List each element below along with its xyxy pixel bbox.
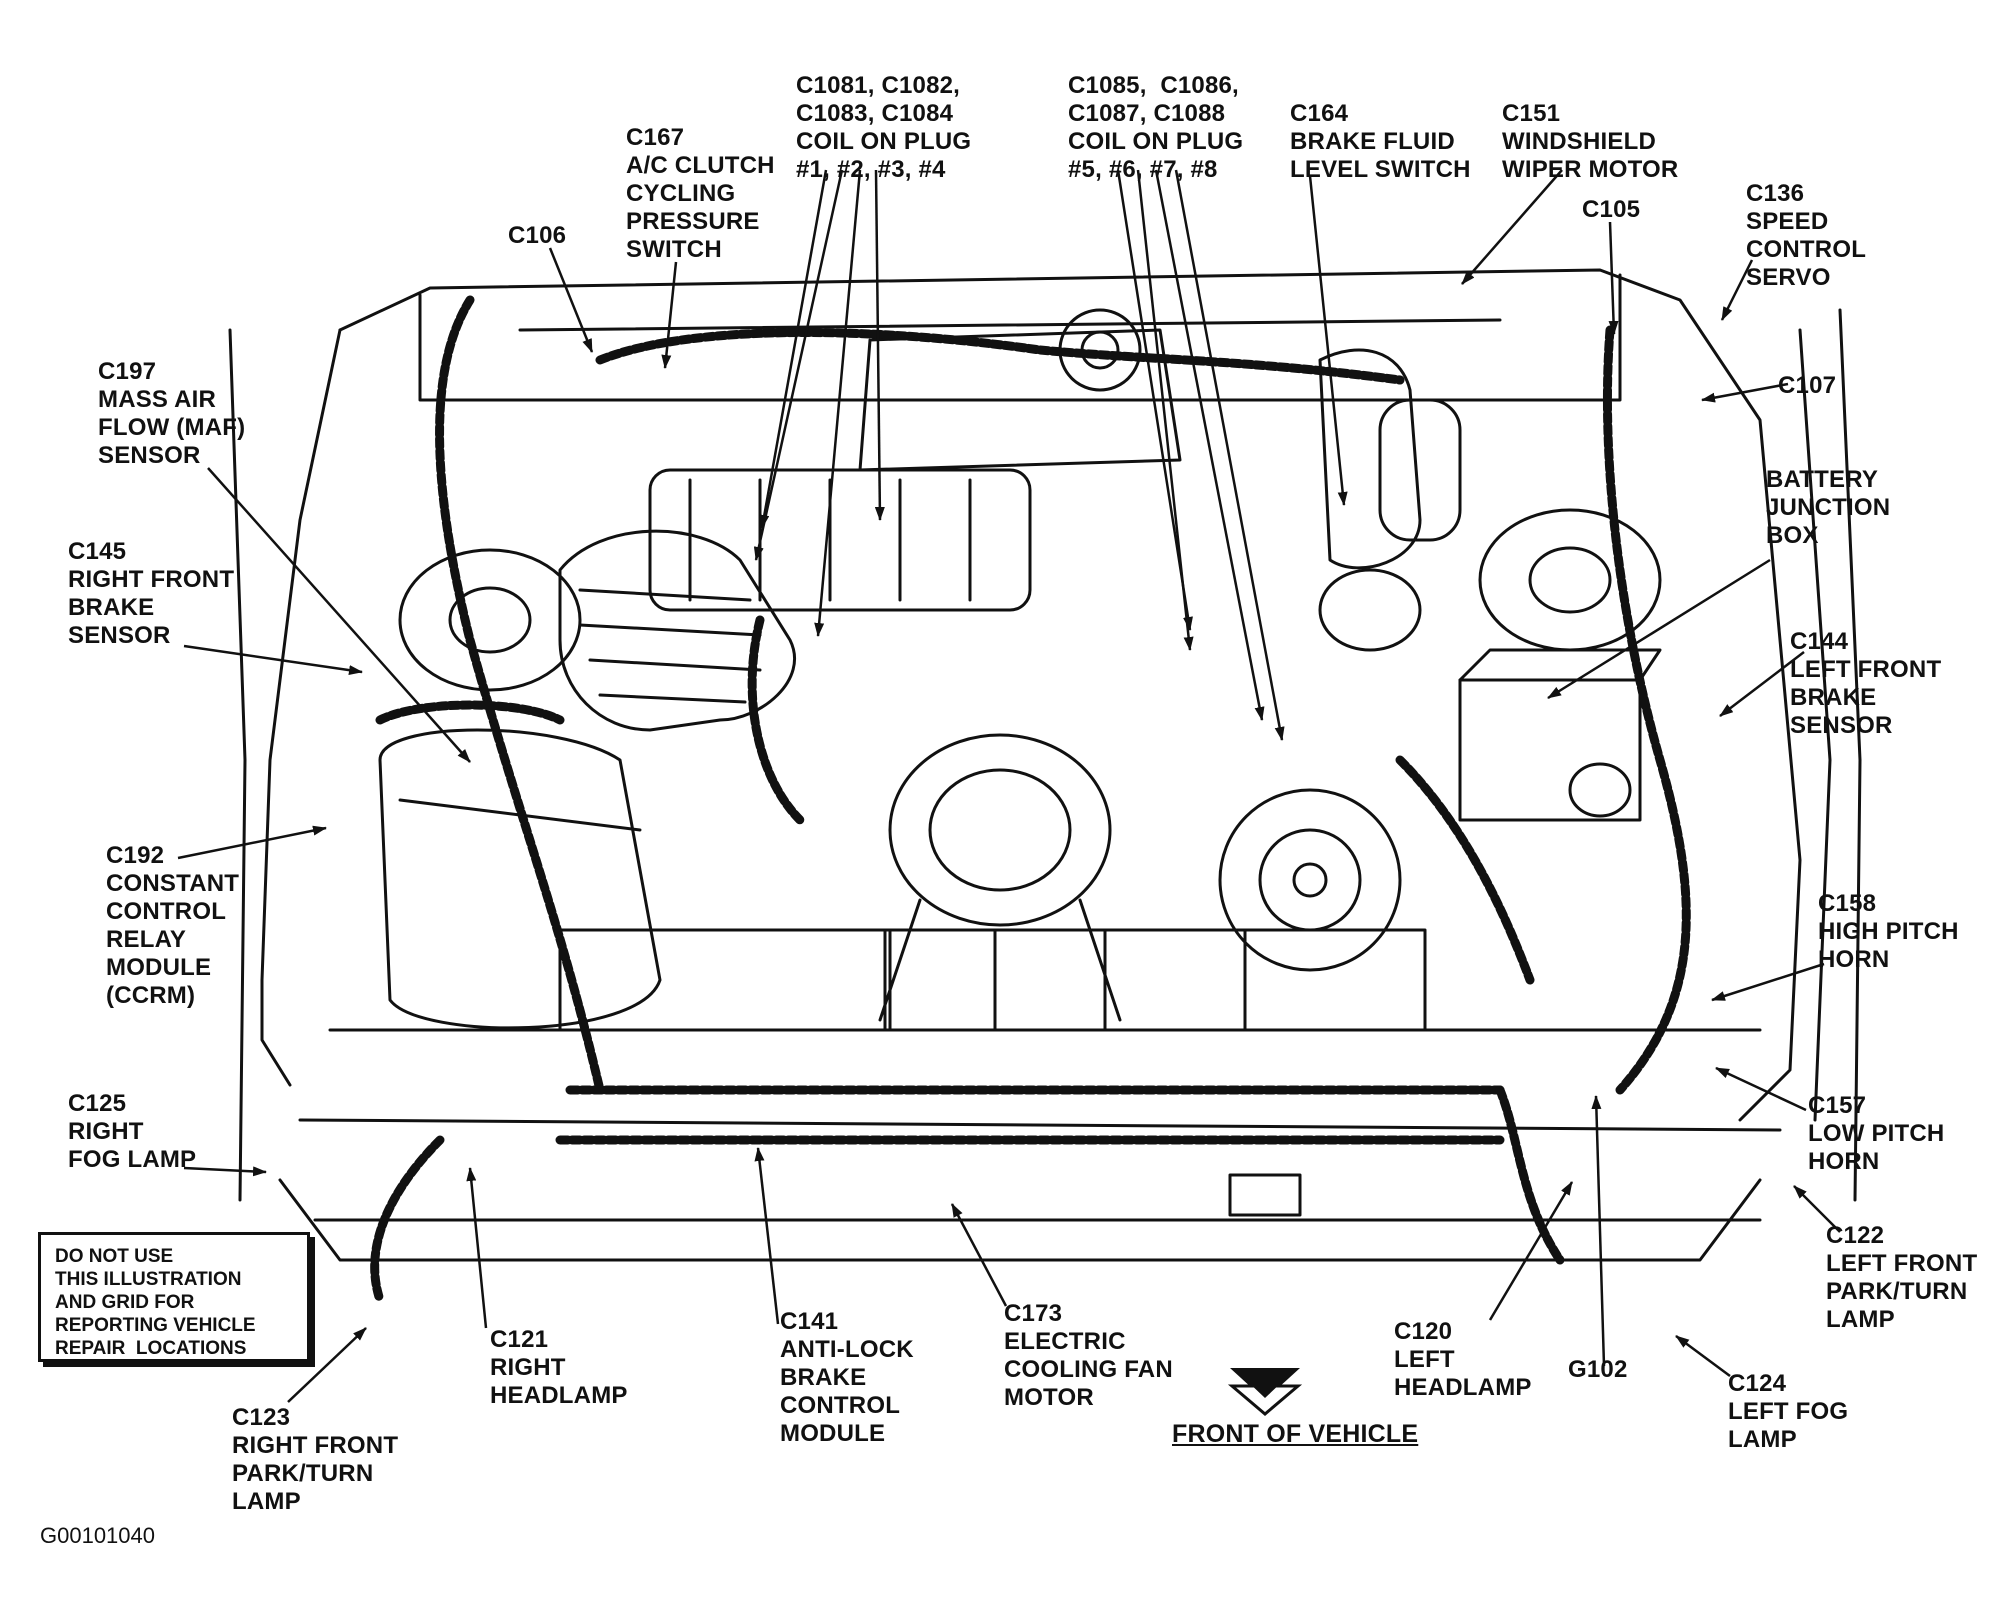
label-c158: C158 HIGH PITCH HORN [1818,890,1959,973]
usage-notice-text: DO NOT USE THIS ILLUSTRATION AND GRID FO… [55,1246,256,1359]
label-c197: C197 MASS AIR FLOW (MAF) SENSOR [98,358,246,469]
label-c121: C121 RIGHT HEADLAMP [490,1326,628,1409]
label-c105: C105 [1582,196,1641,223]
label-c124: C124 LEFT FOG LAMP [1728,1370,1849,1453]
label-c125: C125 RIGHT FOG LAMP [68,1090,197,1173]
label-c167: C167 A/C CLUTCH CYCLING PRESSURE SWITCH [626,124,775,263]
label-c120: C120 LEFT HEADLAMP [1394,1318,1532,1401]
label-c141: C141 ANTI-LOCK BRAKE CONTROL MODULE [780,1308,914,1447]
engine-illustration [228,268,1862,1262]
label-c144: C144 LEFT FRONT BRAKE SENSOR [1790,628,1942,739]
label-c151: C151 WINDSHIELD WIPER MOTOR [1502,100,1679,183]
label-c157: C157 LOW PITCH HORN [1808,1092,1945,1175]
label-c1085-c1088: C1085, C1086, C1087, C1088 COIL ON PLUG … [1068,72,1244,183]
label-c145: C145 RIGHT FRONT BRAKE SENSOR [68,538,235,649]
label-c123: C123 RIGHT FRONT PARK/TURN LAMP [232,1404,399,1515]
double-chevron-down-icon [1227,1368,1303,1416]
label-c122: C122 LEFT FRONT PARK/TURN LAMP [1826,1222,1978,1333]
figure-id: G00101040 [40,1523,155,1548]
label-c136: C136 SPEED CONTROL SERVO [1746,180,1867,291]
label-c164: C164 BRAKE FLUID LEVEL SWITCH [1290,100,1471,183]
label-c173: C173 ELECTRIC COOLING FAN MOTOR [1004,1300,1173,1411]
label-c106: C106 [508,222,567,249]
label-g102: G102 [1568,1356,1628,1383]
usage-notice-box: DO NOT USE THIS ILLUSTRATION AND GRID FO… [38,1232,310,1362]
label-battery-junction-box: BATTERY JUNCTION BOX [1766,466,1891,549]
front-of-vehicle-caption: FRONT OF VEHICLE [1172,1420,1419,1448]
leader-lines [177,169,1841,1403]
label-c1081-c1084: C1081, C1082, C1083, C1084 COIL ON PLUG … [796,72,972,183]
wiring-harness [370,295,1691,1305]
label-c107: C107 [1778,372,1837,399]
label-c192: C192 CONSTANT CONTROL RELAY MODULE (CCRM… [106,842,240,1009]
